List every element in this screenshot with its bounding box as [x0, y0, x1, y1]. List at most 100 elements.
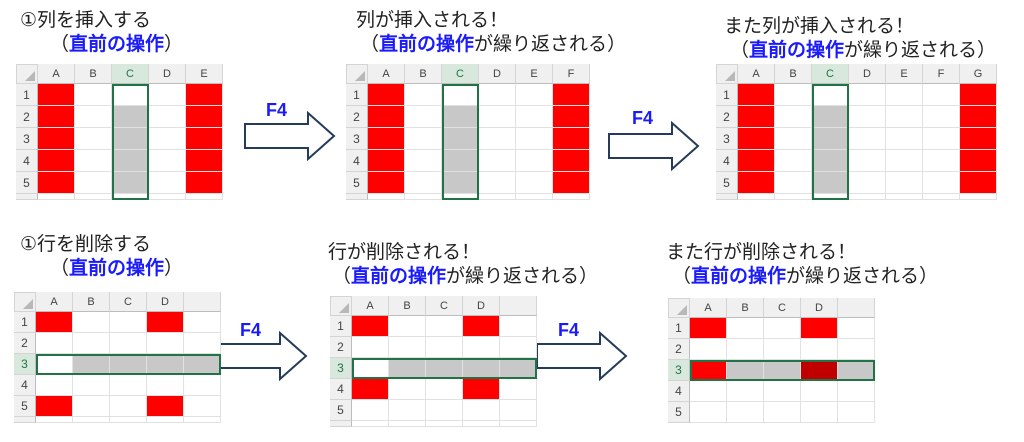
column-header: B [727, 298, 764, 318]
right-arrow-icon [216, 330, 308, 382]
sheet-cell [352, 316, 389, 337]
sheet-cell [923, 106, 960, 128]
sheet-cell [184, 417, 221, 423]
caption-line-2: （直前の操作が繰り返される） [356, 32, 626, 56]
sheet-cell [426, 316, 463, 337]
sheet-cell [186, 128, 223, 150]
caption-line-2: （直前の操作） [20, 32, 183, 56]
caption-line-2: （直前の操作が繰り返される） [666, 264, 938, 288]
row-header: 4 [330, 379, 352, 400]
sheet-cell [923, 150, 960, 172]
sheet-cell [553, 150, 590, 172]
sheet-cell [801, 318, 838, 339]
sheet-cell [75, 172, 112, 194]
row-header: 1 [14, 312, 36, 333]
paren-open: （ [50, 33, 70, 55]
sheet-cell [479, 150, 516, 172]
row-header: 3 [330, 358, 352, 379]
paren-open: （ [360, 33, 380, 55]
sheet-cell [426, 421, 463, 427]
sheet-cell [838, 318, 875, 339]
sheet-cell [405, 106, 442, 128]
sheet-cell [553, 172, 590, 194]
sheet-cell [923, 84, 960, 106]
sheet-cell [838, 402, 875, 423]
sheet-cell [849, 84, 886, 106]
selection-outline [112, 84, 149, 200]
column-header: C [112, 64, 149, 84]
sheet-cell [516, 172, 553, 194]
sheet-cell [38, 128, 75, 150]
sheet-cell [149, 106, 186, 128]
paren-open: （ [672, 265, 692, 287]
caption-insert-column: ①列を挿入する （直前の操作） [20, 8, 183, 56]
column-header: A [38, 64, 75, 84]
sheet-cell [463, 379, 500, 400]
row-header [16, 194, 38, 200]
sheet-cell [463, 400, 500, 421]
caption-line-1: また列が挿入される！ [724, 15, 915, 37]
column-header: C [110, 292, 147, 312]
sheet-cell [73, 312, 110, 333]
column-header: A [36, 292, 73, 312]
sheet-cell [690, 402, 727, 423]
sheet-cell [184, 333, 221, 354]
sheet-cell [479, 84, 516, 106]
sheet-cell [960, 128, 997, 150]
column-header: A [738, 64, 775, 84]
sheet-cell [764, 339, 801, 360]
paren-open: （ [50, 257, 70, 279]
sheet-cell [75, 128, 112, 150]
sheet-cell [886, 84, 923, 106]
sheet-cell [500, 379, 537, 400]
sheet-cell [500, 400, 537, 421]
row-header: 3 [716, 128, 738, 150]
sheet-cell [405, 194, 442, 200]
sheet-cell [184, 396, 221, 417]
sheet-cell [36, 396, 73, 417]
highlight-text: 直前の操作 [69, 257, 165, 279]
column-header: F [553, 64, 590, 84]
highlight-text: 直前の操作 [69, 33, 165, 55]
row-header: 2 [716, 106, 738, 128]
sheet-cell [886, 150, 923, 172]
caption-line-2: （直前の操作が繰り返される） [328, 264, 598, 288]
sheet-cell [38, 106, 75, 128]
sheet-cell [553, 106, 590, 128]
sheet-cell [727, 318, 764, 339]
sheet-cell [849, 172, 886, 194]
sheet-cell [184, 375, 221, 396]
sheet-cell [184, 312, 221, 333]
column-header: C [764, 298, 801, 318]
sheet-cell [147, 417, 184, 423]
sheet-cell [36, 333, 73, 354]
column-header: C [442, 64, 479, 84]
sheet-cell [479, 106, 516, 128]
sheet-cell [147, 333, 184, 354]
sheet-cell [149, 84, 186, 106]
row-header: 4 [14, 375, 36, 396]
sheet-cell [553, 84, 590, 106]
row-header: 5 [716, 172, 738, 194]
column-header: D [463, 296, 500, 316]
row-header: 5 [330, 400, 352, 421]
sheet-cell [149, 172, 186, 194]
sheet-cell [352, 400, 389, 421]
sheet-cell [923, 172, 960, 194]
paren-open: （ [332, 265, 352, 287]
row-header: 2 [14, 333, 36, 354]
sheet-cell [38, 172, 75, 194]
column-header: B [73, 292, 110, 312]
sheet-cell [960, 84, 997, 106]
right-arrow-icon [536, 330, 628, 382]
sheet-cell [727, 402, 764, 423]
column-header: A [690, 298, 727, 318]
sheet-cell [516, 128, 553, 150]
sheet-cell [110, 333, 147, 354]
f4-key-label: F4 [266, 100, 288, 120]
column-header: D [801, 298, 838, 318]
sheet-cell [75, 84, 112, 106]
